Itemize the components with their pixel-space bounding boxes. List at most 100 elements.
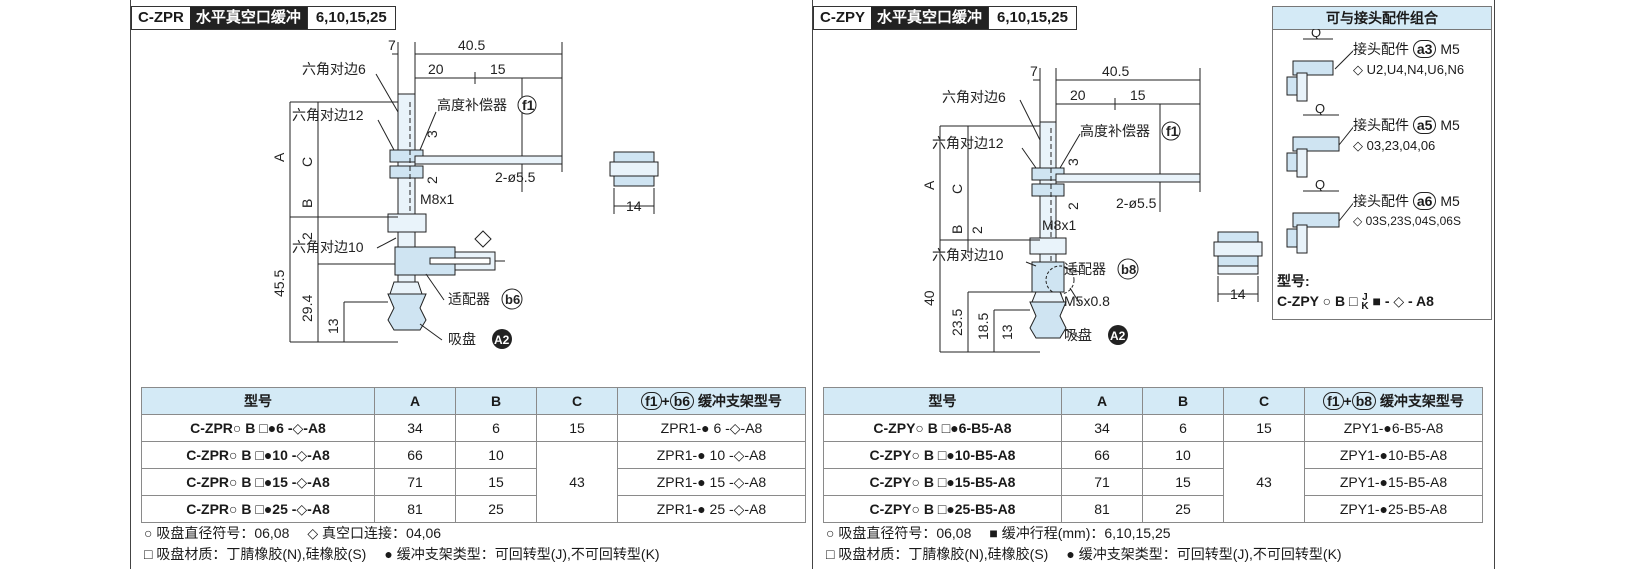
dim-A: A: [271, 152, 287, 162]
dim-20: 20: [428, 61, 444, 77]
dim-20: 20: [1070, 87, 1086, 103]
col-b: B: [455, 387, 537, 415]
model-cell: C-ZPR○ B □●10 -◇-A8: [141, 441, 375, 469]
dim-13: 13: [999, 324, 1015, 340]
dim-3: 3: [1065, 158, 1081, 166]
hex6-label: 六角对边6: [942, 89, 1006, 105]
fitting-drawings: Q Q Q: [1286, 29, 1353, 254]
model-cell: C-ZPY○ B □●15-B5-A8: [823, 468, 1062, 496]
adapter-label: 适配器: [448, 291, 490, 307]
dim-40-5: 40.5: [458, 37, 485, 53]
dim-7: 7: [1030, 63, 1038, 79]
q-label: Q: [1315, 177, 1325, 192]
fitting-label: 接头配件: [1353, 193, 1409, 209]
b-cell: 10: [455, 441, 537, 469]
a2-code: A2: [1110, 329, 1126, 343]
stroke-sizes: 6,10,15,25: [988, 7, 1076, 29]
bracket-cell: ZPR1-● 25 -◇-A8: [617, 495, 806, 523]
b-cell: 6: [455, 414, 537, 442]
compensator-label: 高度补偿器: [437, 97, 507, 113]
right-hex-side: 14: [1213, 231, 1263, 302]
table-row: C-ZPR○ B □●10 -◇-A8 66 10 43 ZPR1-● 10 -…: [141, 441, 806, 523]
fitting-code: a3: [1412, 40, 1437, 58]
model-cell: C-ZPR○ B □●25 -◇-A8: [141, 495, 375, 523]
model-code: C-ZPY: [814, 7, 871, 29]
col-bracket: f1+b8 缓冲支架型号: [1304, 387, 1483, 415]
col-b: B: [1142, 387, 1224, 415]
dim-2b: 2: [969, 226, 985, 234]
fitting-label: 接头配件: [1353, 117, 1409, 133]
cup-label: 吸盘: [1064, 327, 1092, 343]
dim-C: C: [299, 157, 315, 167]
jk-j: J: [1362, 292, 1368, 304]
hex10-label: 六角对边10: [932, 247, 1004, 263]
bracket-cell: ZPR1-● 15 -◇-A8: [617, 468, 806, 496]
table-row: C-ZPR○ B □●6 -◇-A8 34 6 15 ZPR1-● 6 -◇-A…: [141, 414, 806, 442]
b-cell: 10: [1142, 441, 1224, 469]
combo-title: 可与接头配件组合: [1273, 7, 1491, 30]
dim-18-5: 18.5: [975, 313, 991, 340]
legend-cup-diameter: ○ 吸盘直径符号：06,08: [144, 525, 290, 541]
b-cell: 25: [1142, 495, 1224, 523]
jk-stack: J K: [1361, 292, 1369, 313]
cup-label: 吸盘: [448, 331, 476, 347]
dim-3: 3: [424, 130, 440, 138]
b-cell: 15: [455, 468, 537, 496]
model-cell: C-ZPY○ B □●10-B5-A8: [823, 441, 1062, 469]
bracket-cell: ZPY1-●15-B5-A8: [1304, 468, 1483, 496]
legend-vacuum-port: ◇ 真空口连接：04,06: [307, 525, 442, 541]
left-legend: ○ 吸盘直径符号：06,08◇ 真空口连接：04,06 □ 吸盘材质：丁腈橡胶(…: [144, 523, 678, 565]
adapter-label: 适配器: [1064, 261, 1106, 277]
b-cell: 6: [1142, 414, 1224, 442]
table-row: C-ZPY○ B □●10-B5-A8 66 10 43 ZPY1-●10-B5…: [823, 441, 1483, 523]
f1-code: f1: [1323, 392, 1344, 410]
m8-label: M8x1: [420, 191, 454, 207]
bore-label: 2-ø5.5: [1116, 195, 1157, 211]
dim-13: 13: [325, 318, 341, 334]
hex6-label: 六角对边6: [302, 61, 366, 77]
compensator-label: 高度补偿器: [1080, 123, 1150, 139]
c-cell: 43: [536, 441, 618, 523]
bracket-cell: ZPR1-● 6 -◇-A8: [617, 414, 806, 442]
c-cell: 43: [1223, 441, 1305, 523]
table-row: C-ZPY○ B □●25-B5-A8 81 25 ZPY1-●25-B5-A8: [823, 495, 1483, 523]
model-cell: C-ZPR○ B □●15 -◇-A8: [141, 468, 375, 496]
left-border: [130, 0, 131, 569]
a-cell: 66: [374, 441, 456, 469]
model-cell: C-ZPY○ B □●6-B5-A8: [823, 414, 1062, 442]
dim-B: B: [299, 199, 315, 208]
f1-code: f1: [1166, 123, 1179, 139]
fitting-thread: M5: [1440, 41, 1460, 57]
a-cell: 34: [1061, 414, 1143, 442]
legend-bracket-type: ● 缓冲支架类型：可回转型(J),不可回转型(K): [1066, 546, 1342, 562]
bore-label: 2-ø5.5: [495, 169, 536, 185]
fitting-variants: ◇ U2,U4,N4,U6,N6: [1353, 62, 1465, 77]
col-a: A: [374, 387, 456, 415]
fitting-variants: ◇ 03,23,04,06: [1353, 138, 1436, 153]
center-divider: [812, 0, 813, 569]
stroke-sizes: 6,10,15,25: [306, 7, 395, 29]
dim-40-5: 40.5: [1102, 63, 1129, 79]
right-spec-table: 型号 A B C f1+b8 缓冲支架型号 C-ZPY○ B □●6-B5-A8…: [823, 387, 1483, 523]
m5-label: M5x0.8: [1064, 293, 1110, 309]
fitting-a5: 接头配件 a5 M5 ◇ 03,23,04,06: [1353, 115, 1460, 154]
jk-k: K: [1361, 301, 1369, 313]
legend-stroke: ■ 缓冲行程(mm)：6,10,15,25: [989, 525, 1171, 541]
combo-model-tail: ■ - ◇ - A8: [1372, 293, 1434, 309]
a-cell: 71: [374, 468, 456, 496]
q-label: Q: [1311, 29, 1321, 40]
fitting-thread: M5: [1440, 117, 1460, 133]
f1-code: f1: [641, 392, 662, 410]
right-legend: ○ 吸盘直径符号：06,08■ 缓冲行程(mm)：6,10,15,25 □ 吸盘…: [826, 523, 1360, 565]
b-cell: 15: [1142, 468, 1224, 496]
fitting-thread: M5: [1440, 193, 1460, 209]
table-row: C-ZPR○ B □●15 -◇-A8 71 15 ZPR1-● 15 -◇-A…: [141, 468, 806, 496]
bracket-header: 缓冲支架型号: [697, 393, 782, 409]
bracket-cell: ZPY1-●6-B5-A8: [1304, 414, 1483, 442]
model-cell: C-ZPR○ B □●6 -◇-A8: [141, 414, 375, 442]
table-row: C-ZPY○ B □●15-B5-A8 71 15 ZPY1-●15-B5-A8: [823, 468, 1483, 496]
fitting-a6: 接头配件 a6 M5 ◇ 03S,23S,04S,06S: [1353, 191, 1461, 228]
right-header: C-ZPY 水平真空口缓冲 6,10,15,25: [813, 6, 1077, 30]
bracket-header: 缓冲支架型号: [1379, 393, 1464, 409]
hex12-label: 六角对边12: [292, 107, 364, 123]
